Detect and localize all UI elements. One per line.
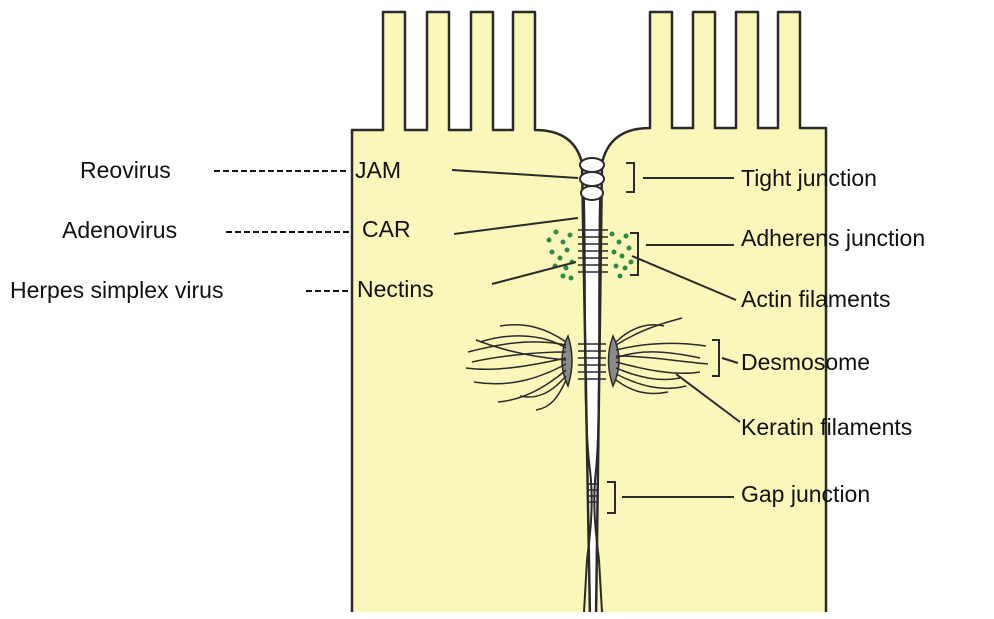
adenovirus-label: Adenovirus [62,217,177,243]
herpes-label: Herpes simplex virus [10,277,223,303]
tight-junction-label: Tight junction [741,165,877,191]
nectins-label: Nectins [357,276,434,302]
keratin-filaments-label: Keratin filaments [741,414,912,440]
left-cell [352,12,590,619]
right-cell [596,12,826,619]
actin-filaments-label: Actin filaments [741,286,891,312]
reovirus-label: Reovirus [80,157,171,183]
gap-junction-label: Gap junction [741,481,870,507]
virus-dashes [214,171,350,291]
desmosome-label: Desmosome [741,349,870,375]
tight-junction-strands [580,158,604,200]
jam-label: JAM [355,157,401,183]
car-label: CAR [362,216,411,242]
adherens-junction-bars [578,230,608,272]
adherens-junction-label: Adherens junction [741,225,925,251]
